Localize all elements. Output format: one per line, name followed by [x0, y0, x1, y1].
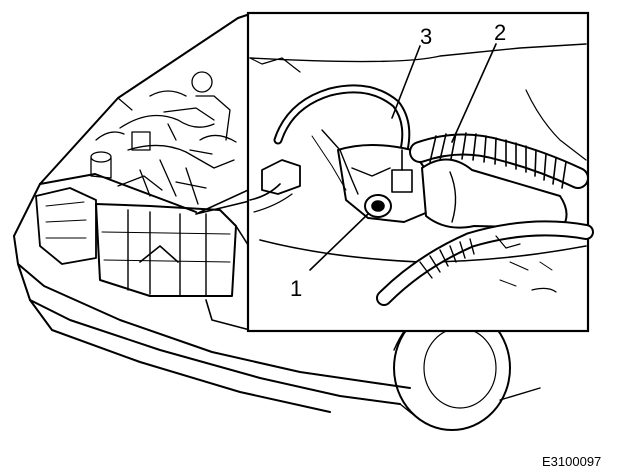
callout-leaders	[309, 43, 497, 271]
figure-code: E3100097	[542, 454, 601, 469]
open-hood	[39, 13, 251, 185]
car-front-illustration	[13, 13, 541, 431]
valve-body	[337, 144, 431, 223]
callout-1: 1	[290, 276, 302, 301]
right-headlight	[205, 225, 251, 331]
reservoir-cap	[90, 151, 112, 163]
grille	[95, 203, 237, 297]
headlight	[35, 187, 97, 265]
leader-3	[391, 45, 421, 119]
engine-compartment	[90, 71, 237, 205]
callout-2: 2	[494, 20, 506, 45]
leader-2	[451, 43, 497, 143]
canister	[421, 158, 568, 229]
leader-1	[309, 213, 369, 271]
callout-3: 3	[420, 24, 432, 49]
inset-detail-illustration	[249, 43, 594, 306]
